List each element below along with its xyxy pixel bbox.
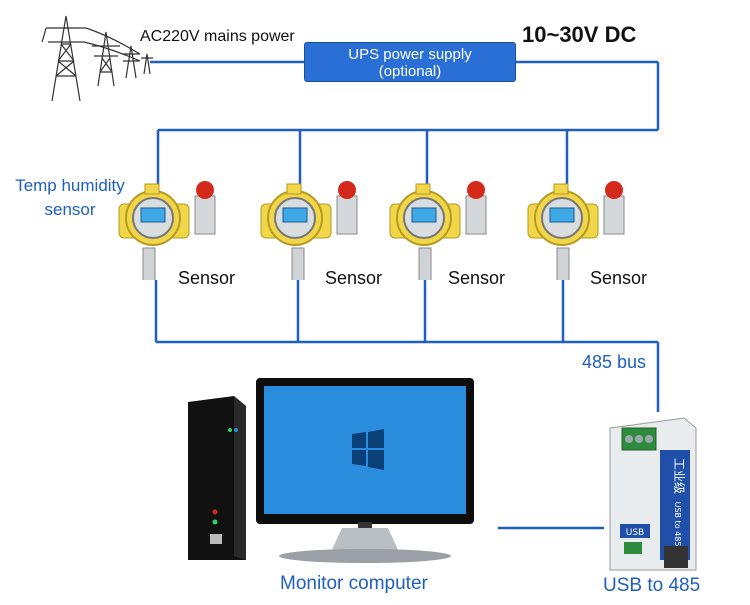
dc-voltage-label: 10~30V DC xyxy=(522,22,637,47)
sensor-label-3: Sensor xyxy=(448,268,506,288)
sensor-display xyxy=(140,207,166,223)
sensor-display xyxy=(282,207,308,223)
alarm-light-icon xyxy=(338,181,356,199)
ups-subtitle: (optional) xyxy=(378,63,442,80)
sensor-probe xyxy=(418,247,432,280)
sensor-probe xyxy=(142,247,156,280)
converter-label-panel xyxy=(660,450,690,560)
sensor-probe xyxy=(291,247,305,280)
power-tower-icon xyxy=(41,15,153,102)
monitor-computer-label: Monitor computer xyxy=(280,573,428,594)
sensor-label-2: Sensor xyxy=(325,268,383,288)
converter-device-text: 工业级 xyxy=(672,458,686,494)
usb-to-485-converter-device: 工业级 USB to 485 USB xyxy=(609,417,697,571)
windows-logo-icon xyxy=(368,450,384,470)
alarm-light-icon xyxy=(196,181,214,199)
temp-humidity-sensor-label: Temp humidity sensor xyxy=(4,174,136,222)
mains-power-label: AC220V mains power xyxy=(140,28,295,45)
usb-port-label-box xyxy=(620,524,650,538)
converter-device-subtext: USB to 485 xyxy=(673,502,682,547)
pcb-connector xyxy=(624,542,642,554)
temp-humidity-sensor-device xyxy=(118,181,216,280)
monitor-icon xyxy=(256,378,474,563)
alarm-light-icon xyxy=(467,181,485,199)
usb-port-label: USB xyxy=(626,528,644,538)
sensor-probe xyxy=(556,247,570,280)
gas-sensor-device-4 xyxy=(527,181,625,280)
windows-logo-icon xyxy=(210,534,222,544)
sensor-label-1: Sensor xyxy=(178,268,236,288)
alarm-light-icon xyxy=(605,181,623,199)
sensor-display xyxy=(549,207,575,223)
gas-sensor-device-3 xyxy=(389,181,487,280)
gas-sensor-device-2 xyxy=(260,181,358,280)
rs485-bus-label: 485 bus xyxy=(582,352,647,372)
ups-title: UPS power supply xyxy=(348,46,472,63)
usb-to-485-label: USB to 485 xyxy=(603,575,701,596)
usb-port xyxy=(664,546,688,568)
sensor-display xyxy=(411,207,437,223)
computer-tower-icon xyxy=(188,396,246,560)
sensor-label-4: Sensor xyxy=(590,268,648,288)
temp-humidity-line1: Temp humidity xyxy=(15,176,125,195)
ups-power-supply-box: UPS power supply (optional) xyxy=(304,42,516,82)
temp-humidity-line2: sensor xyxy=(44,200,96,219)
